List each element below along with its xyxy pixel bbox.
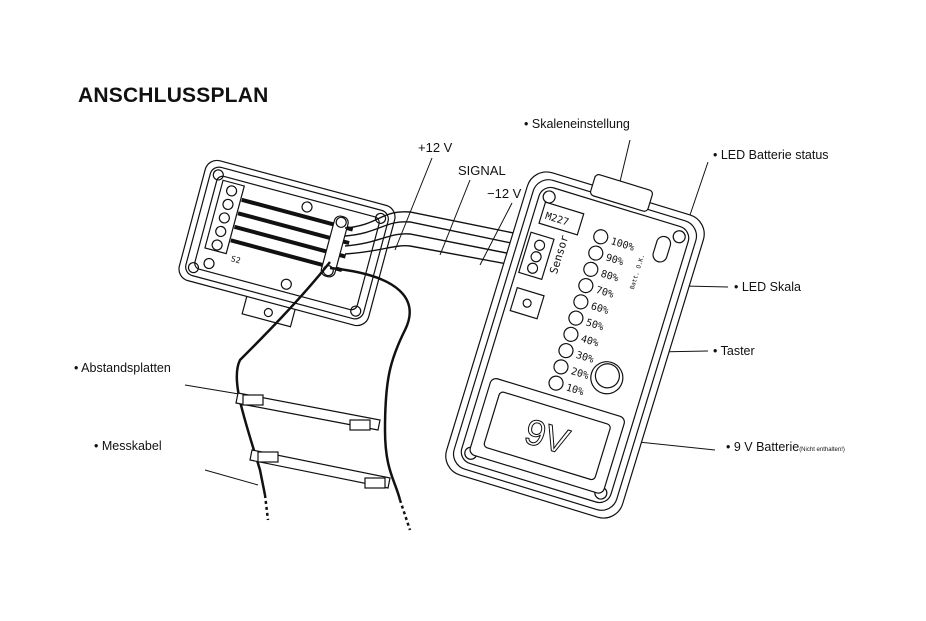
label-text: LED Batterie status	[720, 148, 829, 162]
label-text: Abstandsplatten	[81, 361, 171, 375]
scale-label: 50%	[584, 317, 604, 333]
scale-label: 40%	[579, 334, 599, 350]
scale-led	[553, 359, 569, 375]
scale-label: 10%	[564, 383, 584, 399]
scale-led	[563, 326, 579, 342]
scale-led	[558, 343, 574, 359]
scale-label: 30%	[574, 350, 594, 366]
label-led-scale: • LED Skala	[734, 280, 801, 294]
battery-note: (Nicht enthalten!)	[799, 447, 845, 453]
label-scale-setting: • Skaleneinstellung	[524, 117, 630, 131]
label-text: Taster	[720, 344, 755, 358]
battery-compartment	[469, 378, 625, 494]
wire-label-plus12v: +12 V	[418, 140, 453, 155]
battery	[483, 391, 611, 481]
junction-box: S2	[178, 159, 396, 328]
terminal-screws	[211, 185, 238, 251]
scale-led	[578, 277, 594, 294]
label-text: Messkabel	[101, 439, 162, 453]
scale-led	[573, 294, 589, 310]
measuring-device: M227 Sensor 100%90%80%70%60%50%40%30%20%…	[445, 171, 705, 519]
wire-label-minus12v: −12 V	[487, 186, 522, 201]
scale-label: 20%	[569, 366, 589, 382]
label-spacers: • Abstandsplatten	[74, 361, 171, 375]
terminal-label: S2	[230, 254, 242, 265]
label-text: 9 V Batterie	[733, 440, 800, 454]
wire-label-signal: SIGNAL	[458, 163, 506, 178]
label-button: • Taster	[713, 344, 755, 358]
page-title: ANSCHLUSSPLAN	[78, 84, 269, 107]
scale-label: 90%	[604, 252, 624, 268]
scale-led	[548, 375, 564, 391]
scale-led	[583, 261, 599, 277]
battery-led	[652, 235, 672, 263]
scale-label: 70%	[594, 285, 614, 301]
label-cable: • Messkabel	[94, 439, 162, 453]
led-scale: 100%90%80%70%60%50%40%30%20%10%	[548, 229, 635, 399]
scale-label: 80%	[599, 269, 619, 285]
ribbon-cable	[344, 211, 549, 271]
label-text: Skaleneinstellung	[531, 117, 630, 131]
scale-led	[593, 229, 609, 245]
label-battery: • 9 V Batterie(Nicht enthalten!)	[726, 440, 845, 454]
scale-potentiometer	[509, 286, 545, 320]
label-led-battery: • LED Batterie status	[713, 148, 829, 162]
spacer-plates	[235, 392, 391, 489]
measurement-cable	[235, 261, 412, 531]
scale-led	[588, 245, 604, 261]
scale-label: 60%	[589, 301, 609, 317]
scale-led	[568, 310, 584, 326]
label-text: LED Skala	[741, 280, 801, 294]
